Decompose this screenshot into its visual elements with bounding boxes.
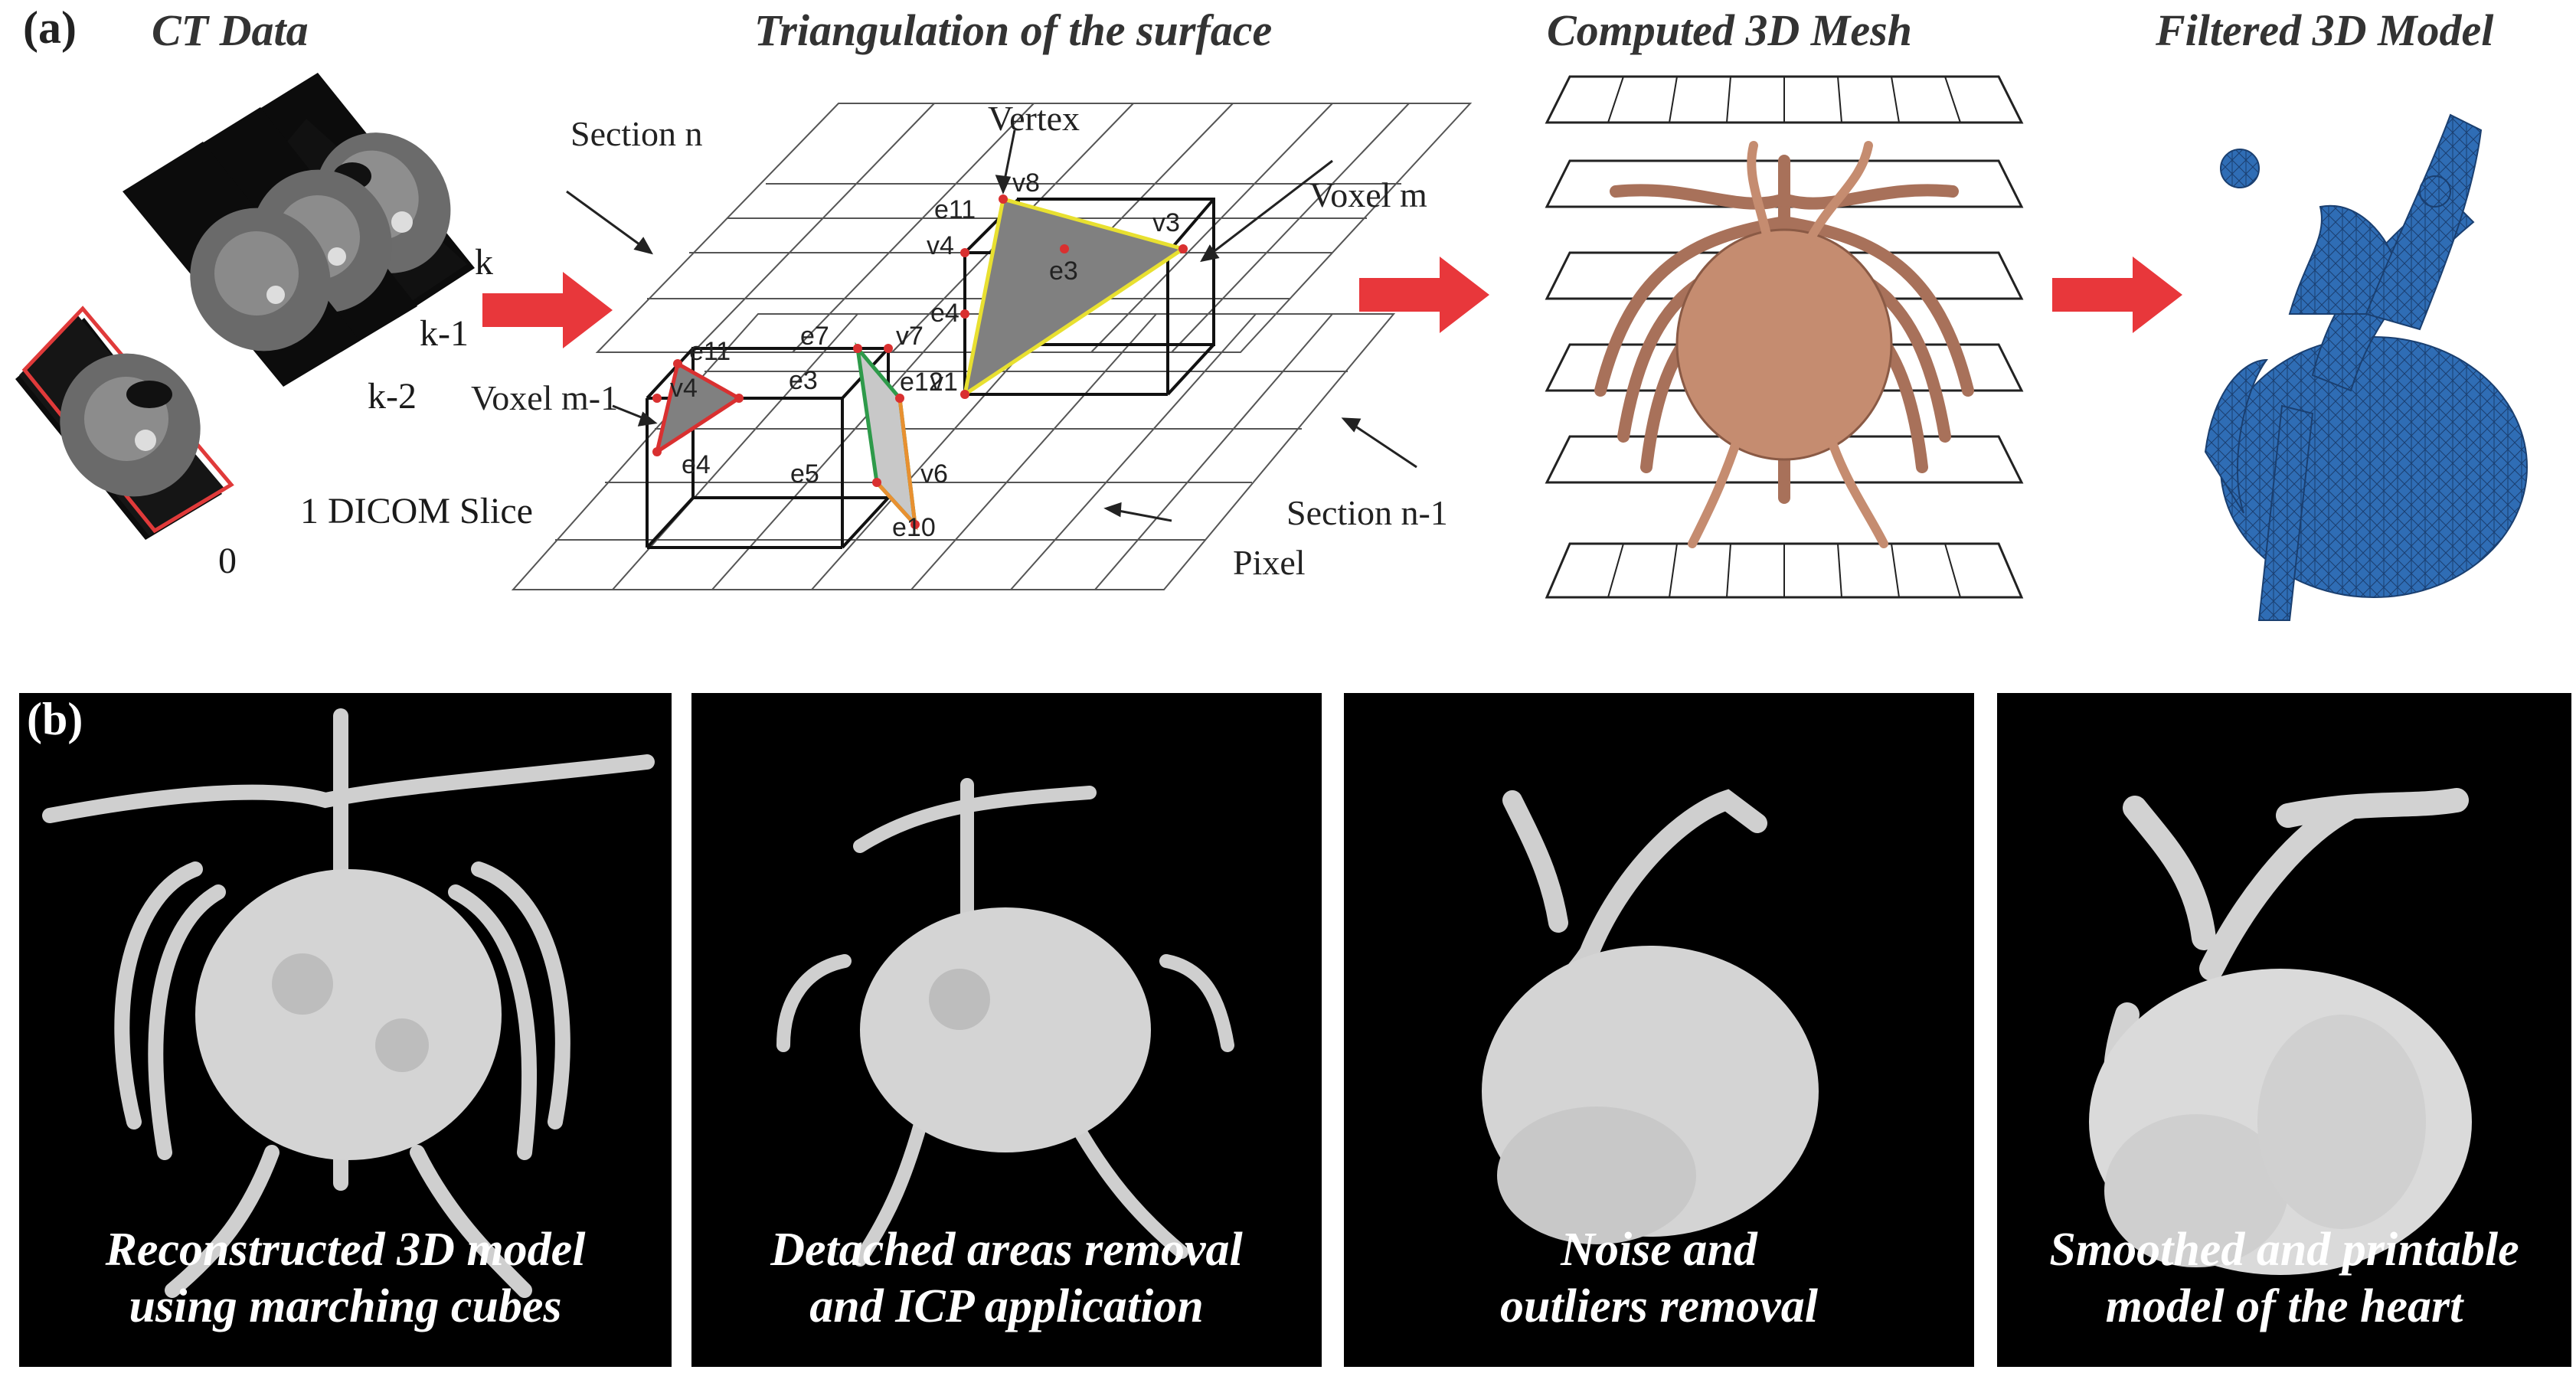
label-section-n: Section n (570, 114, 702, 153)
ct-label-k: k (475, 242, 493, 283)
label-e11-upper: e11 (934, 195, 976, 224)
b-panel-2: Detached areas removal and ICP applicati… (691, 693, 1322, 1367)
label-v6: v6 (920, 459, 948, 489)
triangulation-diagram: Section n Vertex Voxel m Voxel m-1 Secti… (471, 99, 1473, 590)
label-e3-lower: e3 (789, 366, 818, 395)
arrow-3-icon (2052, 257, 2182, 333)
caption-2: Detached areas removal and ICP applicati… (770, 1224, 1243, 1332)
heading-computed-mesh: Computed 3D Mesh (1547, 5, 1912, 55)
section-n-grid (595, 103, 1473, 353)
label-vertex: Vertex (988, 99, 1080, 138)
caption-3: Noise and outliers removal (1499, 1224, 1819, 1332)
label-v4-lower: v4 (670, 374, 698, 403)
label-e5: e5 (790, 459, 819, 489)
model-smoothed-heart (2089, 788, 2472, 1275)
label-v3: v3 (1152, 208, 1180, 237)
label-e10: e10 (892, 513, 936, 542)
model-noise-removed (1482, 789, 1819, 1244)
label-voxel-m-1: Voxel m-1 (471, 378, 618, 417)
label-v4-upper: v4 (927, 231, 954, 260)
label-e3-upper: e3 (1049, 257, 1078, 286)
triangle-yellow (962, 196, 1188, 399)
caption-1: Reconstructed 3D model using marching cu… (105, 1224, 586, 1332)
ct-slice-0 (15, 306, 234, 540)
label-v1: v1 (930, 368, 958, 397)
label-e7: e7 (800, 322, 829, 351)
model-icp (776, 778, 1234, 1267)
ct-label-zero: 0 (218, 541, 237, 581)
ct-label-k-1: k-1 (420, 313, 469, 354)
ct-label-k-2: k-2 (368, 376, 417, 417)
computed-mesh-figure (1545, 75, 2024, 599)
label-voxel-m: Voxel m (1309, 175, 1427, 214)
triangle-red (654, 361, 743, 456)
label-v7: v7 (896, 322, 924, 351)
label-section-n-1: Section n-1 (1286, 493, 1448, 532)
b-panel-4: Smoothed and printable model of the hear… (1997, 693, 2571, 1367)
ct-slice-k-2 (123, 142, 360, 387)
b-panel-1: Reconstructed 3D model using marching cu… (19, 693, 672, 1367)
ct-slice-stack (15, 73, 475, 540)
filtered-heart (2204, 113, 2528, 621)
heading-ct-data: CT Data (152, 5, 309, 55)
arrow-1-icon (482, 272, 613, 348)
label-e12: e12 (900, 368, 943, 397)
label-pixel: Pixel (1233, 543, 1306, 582)
panel-a-label: (a) (23, 2, 77, 53)
heading-filtered-model: Filtered 3D Model (2156, 5, 2494, 55)
filtered-model-figure (2204, 113, 2528, 621)
label-e4-lower: e4 (682, 450, 711, 479)
label-e4-upper: e4 (930, 299, 959, 328)
label-e11-lower: e11 (689, 337, 731, 366)
model-marching-cubes (42, 708, 655, 1298)
section-n-1-grid (511, 313, 1396, 590)
mesh-heart (1675, 228, 1893, 461)
heading-triangulation: Triangulation of the surface (754, 5, 1273, 55)
ct-label-dicom: 1 DICOM Slice (300, 491, 533, 531)
arrow-2-icon (1359, 257, 1489, 333)
caption-4: Smoothed and printable model of the hear… (2049, 1224, 2519, 1332)
label-v8: v8 (1012, 168, 1040, 198)
panel-b-label: (b) (27, 694, 83, 744)
b-panel-3: Noise and outliers removal (1344, 693, 1974, 1367)
